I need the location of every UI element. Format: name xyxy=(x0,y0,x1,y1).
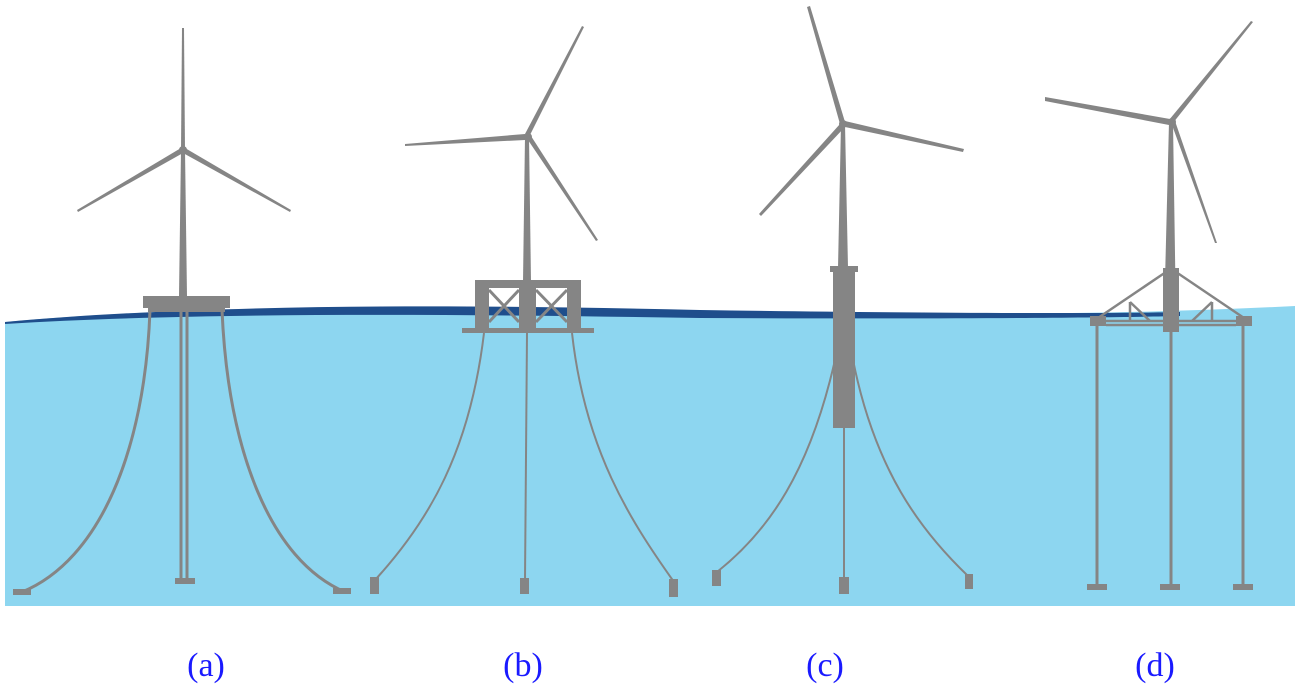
blade-d-left xyxy=(1045,97,1170,125)
anchor-b-1 xyxy=(370,577,379,594)
turbine-b xyxy=(405,26,598,333)
anchor-b-2 xyxy=(520,578,529,594)
semisub-left-column xyxy=(475,280,489,330)
blade-a-right xyxy=(183,148,291,212)
semisub-right-column xyxy=(567,280,581,330)
sea-surface xyxy=(5,306,1180,324)
panel-label-b: (b) xyxy=(503,647,543,684)
tower-b xyxy=(523,136,531,282)
anchor-d-1 xyxy=(1087,584,1107,590)
semisub-pontoon xyxy=(462,328,594,333)
blade-c-right xyxy=(845,121,964,152)
anchor-d-2 xyxy=(1160,584,1180,590)
tendons-d xyxy=(1095,326,1245,585)
anchor-b-3 xyxy=(669,579,678,597)
turbine-d xyxy=(1045,21,1253,332)
turbine-c xyxy=(759,6,964,428)
spar-flange xyxy=(830,266,858,272)
moorings-a xyxy=(21,309,346,594)
panel-label-d: (d) xyxy=(1135,647,1175,684)
spar-buoy xyxy=(833,272,855,428)
anchor-d-3 xyxy=(1233,584,1253,590)
panel-label-c: (c) xyxy=(806,647,844,684)
anchor-a-1 xyxy=(13,589,31,595)
tower-a xyxy=(179,150,187,296)
anchor-c-1 xyxy=(712,570,721,586)
moorings-b xyxy=(374,332,675,583)
blade-d-up xyxy=(1169,21,1253,123)
blade-d-right xyxy=(1172,121,1217,243)
semisub-center-column xyxy=(519,280,536,330)
anchor-a-3 xyxy=(333,588,351,594)
blade-a-left xyxy=(77,148,183,212)
truss-right-node xyxy=(1236,316,1252,326)
platform-a xyxy=(143,296,230,308)
anchor-c-2 xyxy=(839,577,849,594)
semisub-bracing xyxy=(487,288,569,324)
truss-left-node xyxy=(1090,316,1106,326)
blade-b-up xyxy=(525,26,584,137)
moorings-c xyxy=(716,359,969,580)
blade-a-up xyxy=(181,28,185,150)
blade-b-right xyxy=(528,136,598,241)
turbine-a xyxy=(77,28,291,312)
blade-c-up xyxy=(807,6,845,124)
blade-b-left xyxy=(405,134,525,146)
anchor-a-2 xyxy=(175,578,195,584)
anchor-c-3 xyxy=(965,574,973,589)
truss-center-column xyxy=(1163,268,1179,332)
tower-c xyxy=(838,124,848,268)
truss-frame xyxy=(1097,270,1245,327)
panel-label-a: (a) xyxy=(187,647,225,684)
blade-c-left xyxy=(759,124,844,216)
sea-body xyxy=(5,306,1295,606)
